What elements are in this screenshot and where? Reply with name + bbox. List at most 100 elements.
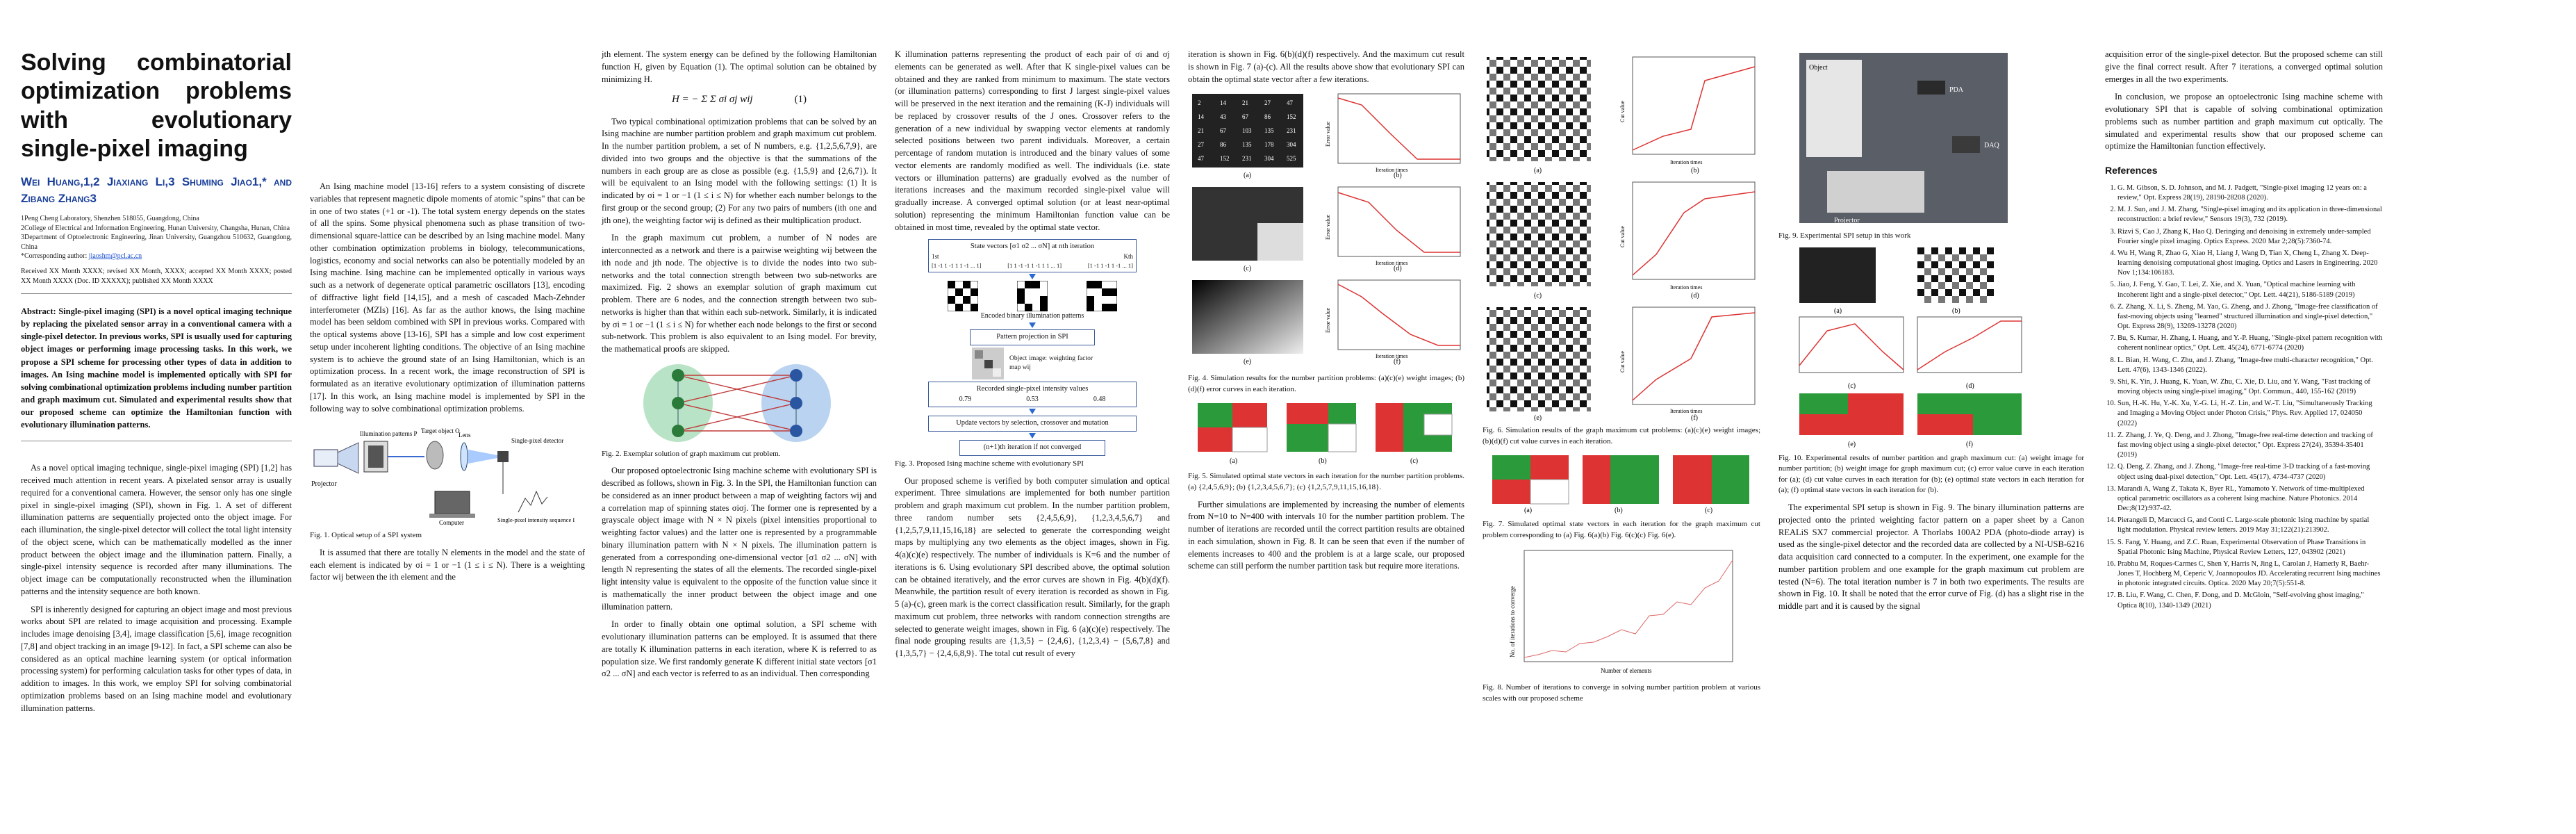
label-target: Target object O: [421, 427, 460, 434]
fig10-label-c: (c): [1848, 382, 1856, 390]
figure-5-grids: (a) (b) (c): [1198, 403, 1453, 465]
matrix-cell: 231: [1242, 155, 1252, 162]
matrix-cell: 21: [1198, 127, 1204, 134]
received-line: Received XX Month XXXX; revised XX Month…: [21, 267, 292, 294]
reference-item: Q. Deng, Z. Zhang, and J. Zhong, "Image-…: [2117, 462, 2383, 482]
ising-paragraph: An Ising machine model [13-16] refers to…: [310, 181, 585, 414]
figure-6-panels: (a) (b) (c) (d) (e) (f) Iteration times …: [1487, 56, 1756, 422]
reference-item: Bu, S. Kumar, H. Zhang, I. Huang, and Y.…: [2117, 334, 2383, 353]
weight-map-thumb: [972, 348, 1004, 380]
affiliation-2: 2College of Electrical and Information E…: [21, 224, 290, 232]
figure-10: (a) (b) (c) (d) (e) (f): [1778, 247, 2084, 449]
problems-paragraph: Two typical combinational optimization p…: [602, 116, 877, 225]
column-1: Solving combinatorial optimization probl…: [21, 49, 292, 720]
fig6-label-b: (b): [1691, 167, 1699, 174]
cut-grid-b: [1583, 455, 1659, 505]
figure-9: Object PDA DAQ Projector: [1778, 53, 2084, 227]
column-7: Object PDA DAQ Projector Fig. 9. Experim…: [1778, 49, 2084, 619]
figure-3: State vectors [σ1 σ2 ... σN] at nth iter…: [928, 239, 1137, 456]
reference-item: B. Liu, F. Wang, C. Chen, F. Dong, and D…: [2117, 591, 2383, 610]
error-curve-b: [1337, 93, 1461, 164]
fig6-axis-cut-f: Cut value: [1619, 351, 1626, 373]
reference-item: Shi, K. Yin, J. Huang, K. Yuan, W. Zhu, …: [2117, 377, 2383, 397]
matrix-cell: 152: [1287, 113, 1296, 120]
sub-label-d: (d): [1394, 265, 1402, 272]
node-1: [672, 368, 684, 382]
conclusion-paragraph: In conclusion, we propose an optoelectro…: [2105, 92, 2383, 152]
state-grid-b: [1287, 403, 1357, 452]
pattern-texture: [368, 445, 383, 468]
weight-image-6c: [1487, 182, 1591, 286]
fig6-axis-cut-d: Cut value: [1619, 226, 1626, 247]
matrix-cell: 304: [1287, 141, 1296, 148]
cut-curve-b: [1632, 56, 1756, 155]
exp-state-f: [1917, 393, 2022, 435]
label-projector: Projector: [311, 480, 337, 488]
flow-update: Update vectors by selection, crossover a…: [928, 416, 1137, 432]
fig10-label-d: (d): [1966, 382, 1974, 390]
matrix-cell: 86: [1220, 141, 1227, 148]
figure-8-plot: Number of elements No. of iterations to …: [1509, 550, 1733, 674]
fig6-axis-iter-f: Iteration times: [1670, 408, 1702, 414]
sub-label-b: (b): [1394, 172, 1402, 179]
node-5: [672, 424, 684, 437]
node-4: [790, 396, 802, 409]
label-computer: Computer: [439, 519, 464, 526]
matrix-cell: 135: [1264, 127, 1274, 134]
email-link[interactable]: jiaoshm@pcl.ac.cn: [88, 252, 142, 261]
fig8-axis-n: Number of elements: [1601, 667, 1652, 674]
abstract: Abstract: Single-pixel imaging (SPI) is …: [21, 305, 292, 442]
paper-title: Solving combinatorial optimization probl…: [21, 49, 292, 163]
max-cut-paragraph: In the graph maximum cut problem, a numb…: [602, 233, 877, 354]
fig6-label-a: (a): [1534, 167, 1542, 174]
figure-1: Projector Illumination patterns P Target…: [310, 422, 585, 526]
intro-paragraph-1: As a novel optical imaging technique, si…: [21, 463, 292, 596]
projector-shape: [313, 449, 338, 467]
reference-item: Prabhu M, Roques-Carmes C, Shen Y, Harri…: [2117, 559, 2383, 589]
label-daq: DAQ: [1984, 142, 1999, 149]
figure-9-caption: Fig. 9. Experimental SPI setup in this w…: [1778, 231, 1911, 240]
figure-7: (a) (b) (c): [1483, 452, 1760, 515]
scaling-paragraph: Further simulations are implemented by i…: [1188, 499, 1464, 571]
matrix-cell: 47: [1198, 155, 1205, 162]
column-6: (a) (b) (c) (d) (e) (f) Iteration times …: [1483, 49, 1760, 710]
figure-10-panels: (a) (b) (c) (d) (e) (f): [1799, 247, 2022, 448]
column-5: iteration is shown in Fig. 6(b)(d)(f) re…: [1188, 49, 1464, 578]
reference-item: M. J. Sun, and J. M. Zhang, "Single-pixe…: [2117, 205, 2383, 224]
matrix-cell: 27: [1198, 141, 1205, 148]
label-projector-photo: Projector: [1834, 217, 1860, 224]
reference-item: S. Fang, Y. Huang, and Z.C. Ruan, Experi…: [2117, 538, 2383, 557]
fig6-axis-iter-b: Iteration times: [1670, 159, 1702, 165]
figure-6: (a) (b) (c) (d) (e) (f) Iteration times …: [1483, 53, 1760, 422]
cut-grid-c: [1673, 455, 1749, 505]
state-grid-c: [1376, 403, 1453, 452]
column-3: jth element. The system energy can be de…: [602, 49, 877, 686]
axis-error-b: Error value: [1325, 122, 1331, 147]
label-pda: PDA: [1949, 86, 1964, 94]
matrix-cell: 231: [1287, 127, 1296, 134]
label-object: Object: [1809, 64, 1828, 72]
fig10-label-a: (a): [1834, 307, 1842, 315]
fig5-label-b: (b): [1319, 457, 1327, 465]
fig5-label-c: (c): [1410, 457, 1418, 465]
intensity-sequence-plot: [518, 490, 548, 513]
fig10-label-f: (f): [1966, 441, 1973, 448]
label-sequence: Single-pixel intensity sequence I: [497, 516, 575, 523]
figure-10-caption: Fig. 10. Experimental results of number …: [1778, 453, 2084, 495]
figure-2: [602, 361, 877, 445]
reference-item: Sun, H.-K. Hu, Y.-K. Xu, Y.-G. Li, H.-Z.…: [2117, 399, 2383, 429]
fig7-label-b: (b): [1615, 507, 1623, 514]
fig10-label-e: (e): [1848, 441, 1856, 448]
figure-6-caption: Fig. 6. Simulation results of the graph …: [1483, 426, 1760, 445]
exp-weight-a: [1799, 247, 1876, 303]
fig7-label-a: (a): [1524, 507, 1532, 514]
reference-item: Z. Zhang, X. Li, S. Zheng, M. Yao, G. Zh…: [2117, 302, 2383, 332]
cut-grid-a: [1492, 455, 1569, 505]
axis-error-f: Error value: [1325, 308, 1331, 334]
fig6-label-f: (f): [1691, 414, 1698, 421]
fig6-axis-iter-d: Iteration times: [1670, 284, 1702, 291]
pattern-thumb-2: [1017, 280, 1048, 311]
